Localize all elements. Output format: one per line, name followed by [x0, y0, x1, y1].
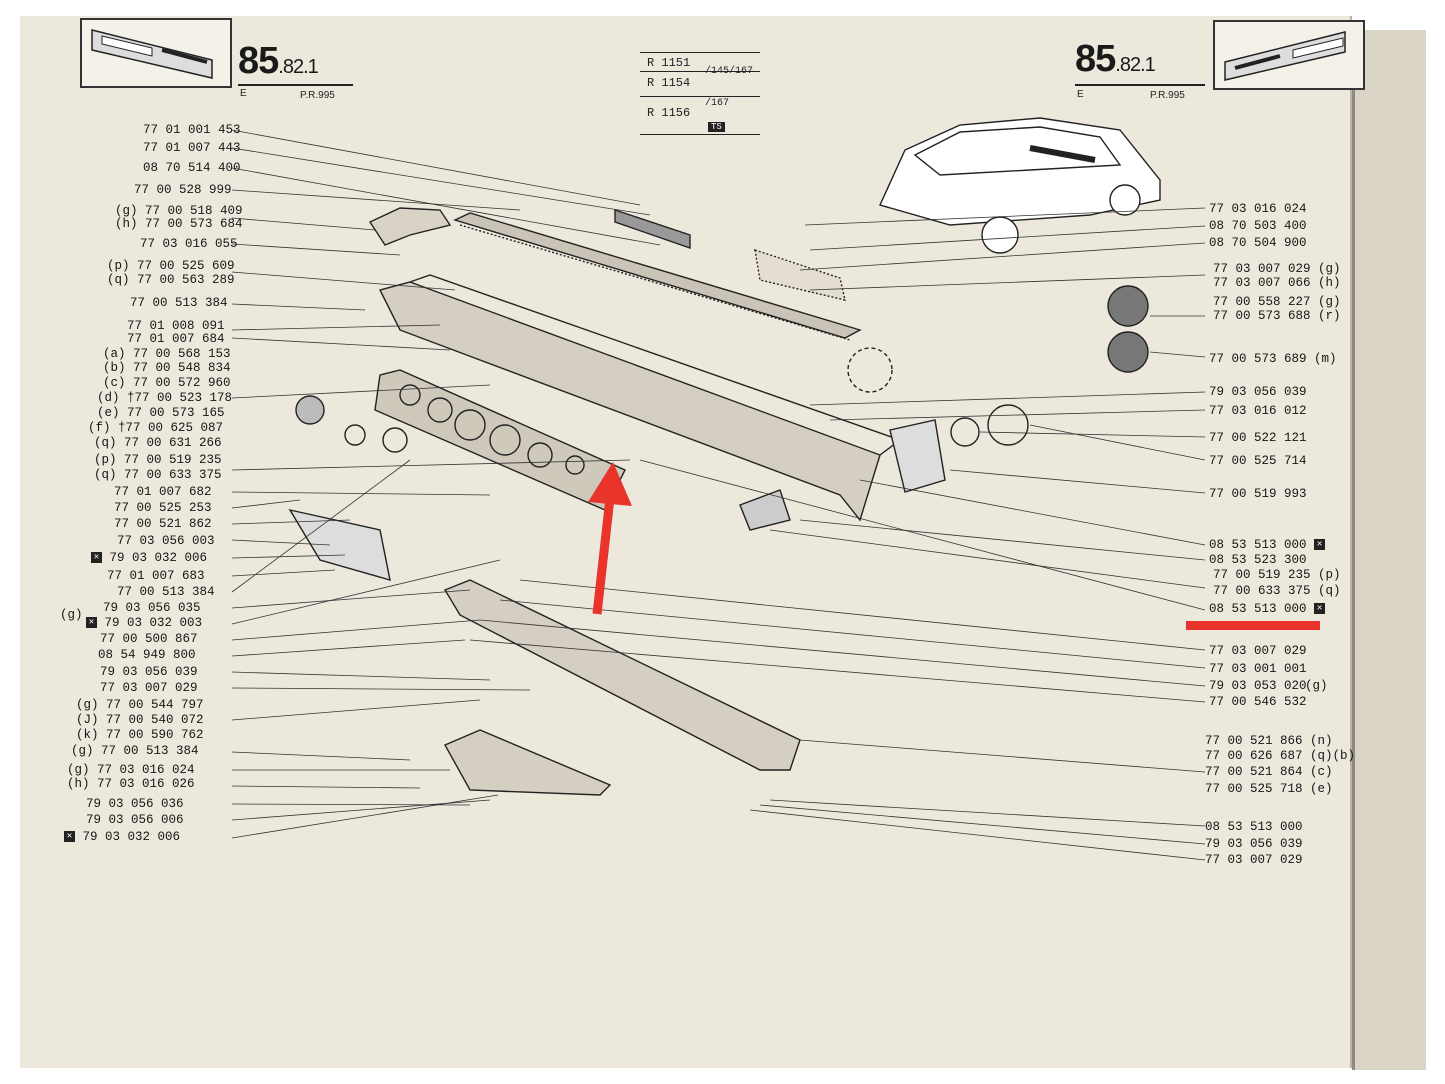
part-number: 77 00 573 689 (m) [1209, 352, 1337, 366]
page-ref-left: 85.82.1 [238, 40, 319, 82]
group-g: (g) [1305, 679, 1328, 693]
group-g: (g) [60, 608, 83, 622]
part-number: 79 03 032 006 [109, 551, 208, 565]
part-number: 77 01 007 683 [107, 569, 205, 583]
part-number: (g) 77 00 518 409 [115, 204, 243, 218]
obsolete-mark-icon: ✕ [64, 831, 75, 843]
part-number: (g) 77 00 544 797 [76, 698, 204, 712]
part-number: 77 00 525 718 (e) [1205, 782, 1333, 796]
part-number: (q) 77 00 563 289 [107, 273, 235, 287]
part-number: (k) 77 00 590 762 [76, 728, 204, 742]
part-number: 79 03 056 039 [100, 665, 198, 679]
obsolete-mark-icon: ✕ [86, 617, 97, 629]
part-number: (h) 77 03 016 026 [67, 777, 195, 791]
part-number: 77 03 007 029 (g) [1213, 262, 1341, 276]
part-number: (g) 77 03 016 024 [67, 763, 195, 777]
part-number: 77 00 573 688 (r) [1213, 309, 1341, 323]
part-number: (d) †77 00 523 178 [97, 391, 233, 405]
part-number: 08 70 514 400 [143, 161, 241, 175]
part-number: 77 01 007 684 [127, 332, 225, 346]
part-number: 77 03 001 001 [1209, 662, 1307, 676]
dashboard-thumbnail-right [1213, 20, 1365, 90]
part-number: 77 00 500 867 [100, 632, 198, 646]
part-number: 08 70 503 400 [1209, 219, 1307, 233]
part-number: 77 00 519 993 [1209, 487, 1307, 501]
part-number: 77 03 016 012 [1209, 404, 1307, 418]
obsolete-mark-icon: ✕ [1314, 603, 1326, 615]
letter-right: E [1077, 89, 1084, 100]
part-number: 77 01 007 443 [143, 141, 241, 155]
dashboard-thumbnail-left [80, 18, 232, 88]
letter-left: E [240, 88, 247, 99]
part-number: 79 03 056 035 [103, 601, 201, 615]
part-number: (b) 77 00 548 834 [103, 361, 231, 375]
part-number: 08 70 504 900 [1209, 236, 1307, 250]
part-number: 77 00 513 384 [130, 296, 228, 310]
part-number: (p) 77 00 525 609 [107, 259, 235, 273]
part-number: 77 03 007 029 [100, 681, 198, 695]
part-number: (h) 77 00 573 684 [115, 217, 243, 231]
page-curl [1352, 30, 1429, 1070]
part-number: 77 00 525 714 [1209, 454, 1307, 468]
part-number: 77 00 633 375 (q) [1213, 584, 1341, 598]
part-number: 79 03 032 006 [82, 830, 181, 844]
part-number: (p) 77 00 519 235 [94, 453, 222, 467]
part-number: (c) 77 00 572 960 [103, 376, 231, 390]
part-number: 79 03 032 003 [104, 616, 203, 630]
part-number: 77 01 007 682 [114, 485, 212, 499]
part-number: 08 53 523 300 [1209, 553, 1307, 567]
part-number: 77 03 016 024 [1209, 202, 1307, 216]
part-number: (g) 77 00 513 384 [71, 744, 199, 758]
part-number: (J) 77 00 540 072 [76, 713, 204, 727]
part-number: 77 00 528 999 [134, 183, 232, 197]
part-number: 08 53 513 000 [1205, 820, 1303, 834]
part-number: 77 00 513 384 [117, 585, 215, 599]
obsolete-mark-icon: ✕ [91, 552, 102, 564]
red-arrow-annotation [588, 462, 632, 615]
part-number: 77 00 522 121 [1209, 431, 1307, 445]
part-number: 08 54 949 800 [98, 648, 196, 662]
part-number: 77 00 521 866 (n) [1205, 734, 1333, 748]
obsolete-mark-icon: ✕ [1314, 539, 1326, 551]
ts-badge: TS [708, 122, 725, 132]
part-number: 77 03 016 055 [140, 237, 238, 251]
part-number: 77 00 521 862 [114, 517, 212, 531]
part-number: 77 01 008 091 [127, 319, 225, 333]
page-ref-right: 85.82.1 [1075, 38, 1156, 80]
part-number: 77 00 558 227 (g) [1213, 295, 1341, 309]
pr-left: P.R.995 [300, 90, 335, 101]
part-number: 79 03 053 020 [1209, 679, 1307, 693]
part-number: 77 03 056 003 [117, 534, 215, 548]
part-number: 77 00 519 235 (p) [1213, 568, 1341, 582]
part-number: 77 00 525 253 [114, 501, 212, 515]
part-number: (f) †77 00 625 087 [88, 421, 224, 435]
part-number: 77 00 626 687 (q)(b) [1205, 749, 1356, 763]
red-underline-annotation [1186, 621, 1320, 630]
part-number: (q) 77 00 631 266 [94, 436, 222, 450]
part-number: 79 03 056 006 [86, 813, 184, 827]
part-number: (e) 77 00 573 165 [97, 406, 225, 420]
part-number: 77 03 007 029 [1209, 644, 1307, 658]
part-number: 08 53 513 000 [1209, 538, 1307, 552]
part-number: 77 01 001 453 [143, 123, 241, 137]
part-number: 77 03 007 066 (h) [1213, 276, 1341, 290]
part-number: 79 03 056 039 [1209, 385, 1307, 399]
part-number: 77 00 546 532 [1209, 695, 1307, 709]
part-number: (q) 77 00 633 375 [94, 468, 222, 482]
part-number: 79 03 056 039 [1205, 837, 1303, 851]
pr-right: P.R.995 [1150, 90, 1185, 101]
part-number: 08 53 513 000 [1209, 602, 1307, 616]
part-number: 79 03 056 036 [86, 797, 184, 811]
part-number: (a) 77 00 568 153 [103, 347, 231, 361]
part-number: 77 03 007 029 [1205, 853, 1303, 867]
part-number: 77 00 521 864 (c) [1205, 765, 1333, 779]
